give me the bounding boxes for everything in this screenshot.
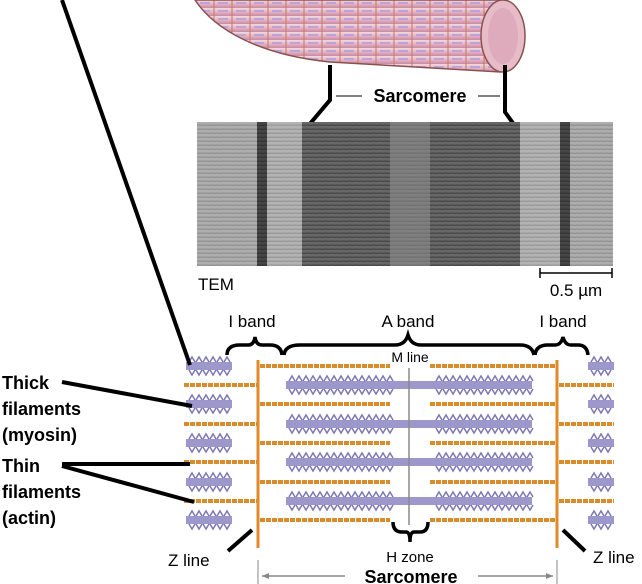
filament-array — [184, 355, 614, 531]
thick-label-line3: (myosin) — [2, 425, 77, 445]
z-line-left-label: Z line — [168, 551, 210, 570]
i-band-left-label: I band — [228, 312, 275, 331]
z-line-left-pointer — [226, 528, 254, 553]
i-band-right-brace — [533, 336, 590, 356]
thin-label-line1: Thin — [2, 456, 40, 476]
h-zone-label: H zone — [386, 549, 434, 566]
thick-filament — [186, 509, 232, 531]
z-line-right-label: Z line — [593, 548, 635, 567]
i-band-right-label: I band — [539, 312, 586, 331]
z-line-right-pointer — [561, 528, 587, 553]
thin-label-line2: filaments — [2, 482, 81, 502]
thin-label-line3: (actin) — [2, 508, 56, 528]
thick-label-line1: Thick — [2, 373, 50, 393]
thick-filament — [588, 393, 614, 415]
a-band-label: A band — [382, 312, 435, 331]
top-sarcomere-label: Sarcomere — [373, 86, 466, 106]
bottom-sarcomere-indicator: Sarcomere — [257, 560, 558, 584]
a-band-brace — [282, 328, 536, 356]
tem-micrograph: TEM 0.5 µm — [197, 122, 613, 300]
scale-bar: 0.5 µm — [539, 268, 613, 300]
thin-filaments-callout: Thin filaments (actin) — [2, 456, 195, 528]
thick-filament — [588, 432, 614, 454]
thick-filament — [588, 355, 614, 377]
h-zone-brace — [391, 521, 430, 543]
thick-filament — [186, 432, 232, 454]
thick-filaments-callout: Thick filaments (myosin) — [2, 0, 193, 445]
thick-label-line2: filaments — [2, 399, 81, 419]
thick-filament — [588, 471, 614, 493]
i-band-left-brace — [225, 336, 284, 356]
tem-label: TEM — [198, 275, 234, 294]
thick-filament — [186, 355, 232, 377]
m-line-label: M line — [391, 349, 429, 365]
bottom-sarcomere-label: Sarcomere — [364, 567, 457, 584]
muscle-fiber-illustration — [194, 0, 526, 73]
thick-filament — [588, 509, 614, 531]
thick-filament — [186, 393, 232, 415]
thick-filament — [186, 471, 232, 493]
scale-bar-label: 0.5 µm — [550, 281, 602, 300]
band-annotations — [225, 328, 590, 543]
